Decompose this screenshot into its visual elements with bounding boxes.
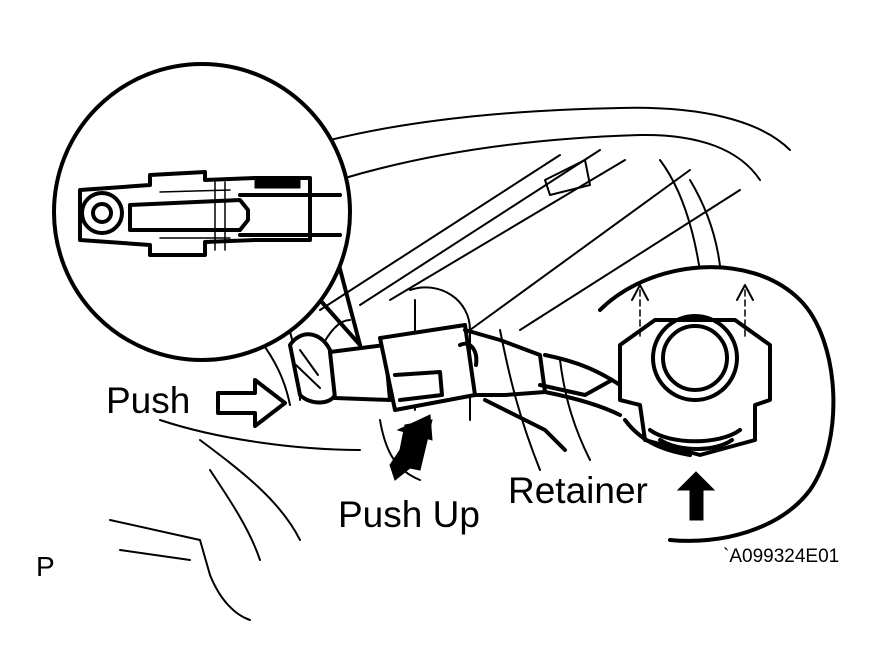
figure-code-label: `A099324E01	[723, 546, 840, 567]
view-letter-label: P	[36, 551, 55, 582]
detail-circle-connector-section	[52, 62, 352, 362]
push-label: Push	[106, 380, 191, 421]
retainer-label: Retainer	[508, 470, 648, 511]
push-up-label: Push Up	[338, 494, 480, 535]
push-arrow-icon	[216, 378, 287, 428]
vehicle-body-lines	[109, 106, 791, 621]
push-up-arrow-icon	[389, 414, 433, 481]
connector-assembly	[288, 323, 622, 417]
retainer-up-arrow-icon	[676, 471, 716, 521]
detail-circle-retainer	[598, 265, 836, 543]
